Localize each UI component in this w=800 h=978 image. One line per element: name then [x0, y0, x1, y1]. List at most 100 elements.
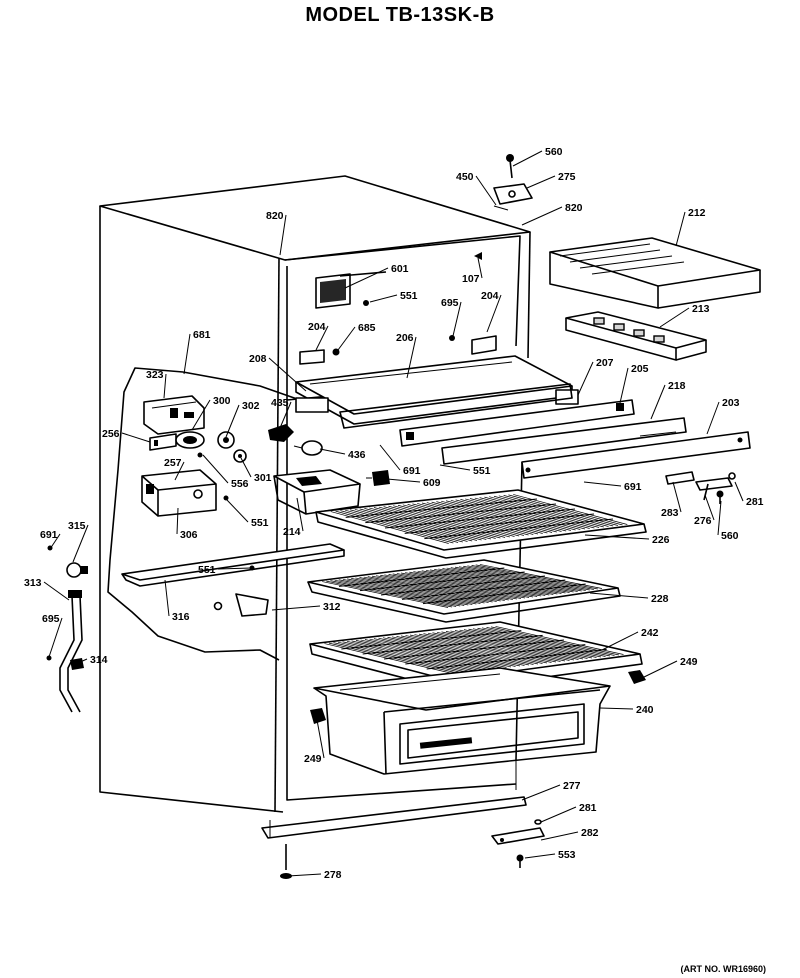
leader-line-c207 [577, 361, 594, 396]
leader-line-c278 [287, 873, 322, 877]
leader-line-c312 [271, 605, 321, 611]
callout-c282: 282 [581, 827, 599, 839]
callout-c257: 257 [164, 457, 182, 469]
junction-box [141, 469, 229, 517]
leader-line-c256 [121, 432, 151, 443]
leader-line-c277 [521, 784, 561, 801]
callout-c204a: 204 [481, 290, 499, 302]
part-609 [366, 470, 390, 486]
callout-c214: 214 [283, 526, 301, 538]
leader-line-c249a [641, 660, 678, 679]
callout-c695b: 695 [42, 613, 60, 625]
callout-c281a: 281 [746, 496, 764, 508]
shelf-226 [315, 489, 647, 559]
callout-c107: 107 [462, 273, 480, 285]
callout-c315: 315 [68, 520, 86, 532]
leader-line-c300 [191, 399, 211, 431]
leader-line-c435 [279, 401, 292, 429]
leader-line-c204a [486, 294, 502, 333]
shelf-228 [307, 559, 621, 623]
leader-line-c242 [601, 631, 639, 651]
leader-line-c203 [706, 401, 720, 435]
ice-tray [549, 237, 761, 361]
callout-c213: 213 [692, 303, 710, 315]
leader-line-c691a [379, 444, 401, 471]
callout-c609: 609 [423, 477, 441, 489]
leader-line-c314 [77, 658, 88, 664]
callout-c301: 301 [254, 472, 272, 484]
leader-line-c306 [176, 507, 179, 535]
callout-c450: 450 [456, 171, 474, 183]
leader-line-c450 [475, 175, 497, 206]
callout-c551a: 551 [400, 290, 418, 302]
callout-c300: 300 [213, 395, 231, 407]
leader-line-c609 [386, 478, 421, 483]
bottom-hardware [280, 819, 545, 879]
shelf-rails [399, 399, 751, 479]
meat-keeper [273, 469, 361, 515]
leader-line-c208 [268, 357, 307, 392]
leader-line-c323 [163, 373, 167, 399]
leader-line-c204b [315, 325, 329, 351]
callout-c556: 556 [231, 478, 249, 490]
leader-line-c276 [704, 494, 715, 521]
callout-c681: 681 [193, 329, 211, 341]
callout-c436: 436 [348, 449, 366, 461]
callout-c283: 283 [661, 507, 679, 519]
callout-c312: 312 [323, 601, 341, 613]
callout-c242: 242 [641, 627, 659, 639]
callout-c208: 208 [249, 353, 267, 365]
leader-line-c560a [512, 150, 543, 167]
callout-c249a: 249 [680, 656, 698, 668]
freezer-shelf [295, 355, 579, 429]
callout-c203: 203 [722, 397, 740, 409]
callout-c820b: 820 [266, 210, 284, 222]
callout-c306: 306 [180, 529, 198, 541]
callout-c691a: 691 [403, 465, 421, 477]
hinge-hardware-right [665, 471, 736, 504]
drain-parts [310, 670, 646, 724]
leader-line-c313 [43, 581, 70, 601]
leader-line-c436 [319, 448, 346, 455]
callout-c560b: 560 [721, 530, 739, 542]
freezer-wall-parts [299, 252, 497, 365]
callout-c212: 212 [688, 207, 706, 219]
callout-c278: 278 [324, 869, 342, 881]
callout-c228: 228 [651, 593, 669, 605]
leader-line-c681 [183, 333, 191, 375]
leader-line-c556 [202, 454, 229, 484]
callout-c302: 302 [242, 400, 260, 412]
control-parts [143, 395, 323, 463]
leader-line-c218 [650, 384, 666, 420]
water-tubing [46, 545, 88, 713]
leader-line-c551d [217, 567, 252, 570]
leader-line-c257 [174, 461, 185, 481]
callout-c240: 240 [636, 704, 654, 716]
callout-c275: 275 [558, 171, 576, 183]
leader-line-c228 [589, 592, 649, 599]
leader-line-c240 [599, 707, 634, 710]
leader-line-c302 [225, 404, 240, 438]
diagram-title: MODEL TB-13SK-B [305, 4, 495, 26]
leader-line-c205 [619, 367, 629, 404]
callout-c691b: 691 [624, 481, 642, 493]
callout-c323: 323 [146, 369, 164, 381]
leader-line-c281b [540, 806, 577, 823]
callout-c820a: 820 [565, 202, 583, 214]
callout-c313: 313 [24, 577, 42, 589]
leader-line-c226 [584, 534, 650, 540]
callout-c601: 601 [391, 263, 409, 275]
leader-line-c281a [734, 481, 744, 502]
leader-line-c249b [316, 719, 325, 759]
leader-line-c820b [279, 214, 287, 256]
leader-line-c695b [48, 617, 63, 658]
crisper-drawer [313, 667, 611, 775]
callout-labels: 560 275 450 820 820 212 601 107 551 204 213 695 204 6… [24, 146, 764, 881]
leader-line-c283 [672, 481, 682, 513]
callout-c685: 685 [358, 322, 376, 334]
callout-c204b: 204 [308, 321, 326, 333]
art-number: (ART NO. WR16960) [680, 964, 766, 974]
callout-c314: 314 [90, 654, 108, 666]
leader-line-c691b [583, 481, 622, 487]
